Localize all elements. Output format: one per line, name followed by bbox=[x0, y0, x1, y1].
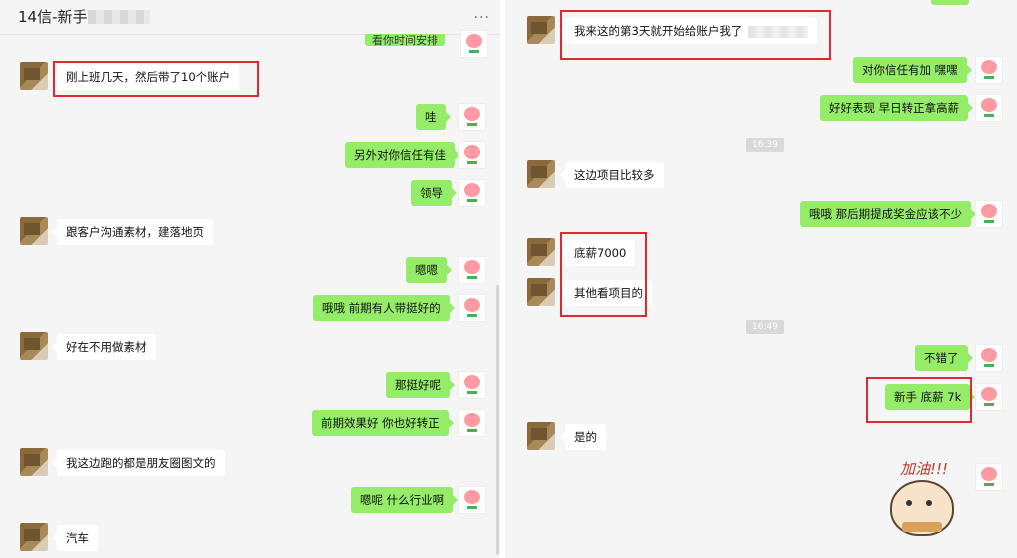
chat-title: 14信-新手- bbox=[18, 8, 93, 26]
contact-avatar[interactable] bbox=[527, 422, 555, 450]
my-avatar[interactable] bbox=[975, 383, 1003, 411]
contact-avatar[interactable] bbox=[20, 448, 48, 476]
message-bubble[interactable]: 其他看项目的 bbox=[560, 280, 652, 306]
message-text: 哦哦 前期有人带挺好的 bbox=[322, 301, 441, 315]
redacted-text bbox=[748, 25, 809, 38]
chat-panel-right: 我来这的第3天就开始给账户我了 对你信任有加 嘿嘿 好好表现 早日转正拿高薪 1… bbox=[505, 0, 1017, 558]
message-text: 汽车 bbox=[66, 531, 89, 545]
partial-message-bubble[interactable] bbox=[365, 34, 445, 46]
message-bubble[interactable]: 嗯嗯 bbox=[406, 257, 452, 283]
my-avatar[interactable] bbox=[458, 141, 486, 169]
message-bubble[interactable]: 不错了 bbox=[915, 345, 972, 371]
message-text: 好好表现 早日转正拿高薪 bbox=[829, 101, 960, 115]
message-bubble[interactable]: 是的 bbox=[560, 424, 606, 450]
contact-avatar[interactable] bbox=[527, 16, 555, 44]
message-bubble[interactable]: 汽车 bbox=[52, 525, 98, 551]
message-bubble[interactable]: 新手 底薪 7k bbox=[885, 384, 976, 410]
message-bubble[interactable]: 底薪7000 bbox=[559, 240, 636, 266]
message-bubble[interactable]: 嗯呢 什么行业啊 bbox=[351, 487, 459, 513]
title-redaction bbox=[88, 10, 150, 24]
my-avatar[interactable] bbox=[975, 94, 1003, 122]
scrollbar[interactable] bbox=[496, 285, 499, 555]
chat-header: 14信-新手- ··· bbox=[0, 0, 500, 35]
message-bubble[interactable]: 哦哦 前期有人带挺好的 bbox=[313, 295, 455, 321]
highlight-box bbox=[866, 377, 972, 423]
message-text: 前期效果好 你也好转正 bbox=[321, 416, 440, 430]
contact-avatar[interactable] bbox=[20, 332, 48, 360]
highlight-box bbox=[560, 232, 647, 317]
message-text: 刚上班几天，然后带了10个账户 bbox=[66, 70, 231, 84]
my-avatar[interactable] bbox=[458, 294, 486, 322]
hamster-sticker-icon bbox=[890, 480, 954, 536]
message-bubble[interactable]: 刚上班几天，然后带了10个账户 bbox=[51, 64, 240, 90]
contact-avatar[interactable] bbox=[20, 62, 48, 90]
timestamp: 16:49 bbox=[746, 320, 784, 334]
message-text: 领导 bbox=[420, 186, 443, 200]
my-avatar[interactable] bbox=[458, 103, 486, 131]
message-bubble[interactable]: 我这边跑的都是朋友圈图文的 bbox=[52, 450, 225, 476]
message-bubble[interactable]: 另外对你信任有佳 bbox=[345, 142, 460, 168]
message-text: 哦哦 那后期提成奖金应该不少 bbox=[809, 207, 963, 221]
message-bubble[interactable]: 领导 bbox=[411, 180, 457, 206]
message-text: 我这边跑的都是朋友圈图文的 bbox=[66, 456, 216, 470]
message-bubble[interactable]: 哇 bbox=[416, 104, 450, 130]
sticker-text: 加油!!! bbox=[900, 460, 949, 478]
message-text: 不错了 bbox=[924, 351, 959, 365]
timestamp: 16:39 bbox=[746, 138, 784, 152]
message-bubble[interactable]: 跟客户沟通素材，建落地页 bbox=[52, 219, 213, 245]
message-text: 其他看项目的 bbox=[574, 286, 643, 300]
highlight-box bbox=[560, 10, 831, 60]
contact-avatar[interactable] bbox=[527, 160, 555, 188]
message-text: 新手 底薪 7k bbox=[894, 390, 962, 404]
message-text: 跟客户沟通素材，建落地页 bbox=[66, 225, 204, 239]
my-avatar[interactable] bbox=[458, 179, 486, 207]
my-avatar[interactable] bbox=[458, 409, 486, 437]
message-bubble[interactable]: 好好表现 早日转正拿高薪 bbox=[820, 95, 974, 121]
highlight-box bbox=[53, 61, 259, 97]
my-avatar[interactable] bbox=[460, 30, 488, 58]
my-avatar[interactable] bbox=[975, 463, 1003, 491]
my-avatar[interactable] bbox=[458, 371, 486, 399]
cheer-sticker[interactable]: 加油!!! bbox=[890, 458, 962, 538]
message-bubble[interactable]: 那挺好呢 bbox=[386, 372, 455, 398]
message-bubble[interactable]: 哦哦 那后期提成奖金应该不少 bbox=[800, 201, 977, 227]
message-text: 是的 bbox=[574, 430, 597, 444]
partial-message-text: 看你时间安排 bbox=[372, 34, 438, 47]
message-text: 好在不用做素材 bbox=[66, 340, 147, 354]
my-avatar[interactable] bbox=[975, 344, 1003, 372]
message-text: 嗯嗯 bbox=[415, 263, 438, 277]
message-text: 嗯呢 什么行业啊 bbox=[360, 493, 445, 507]
contact-avatar[interactable] bbox=[20, 523, 48, 551]
message-text: 底薪7000 bbox=[574, 246, 627, 260]
message-bubble[interactable]: 好在不用做素材 bbox=[52, 334, 156, 360]
more-options-icon[interactable]: ··· bbox=[473, 10, 490, 26]
message-text: 对你信任有加 嘿嘿 bbox=[862, 63, 958, 77]
message-text: 哇 bbox=[425, 110, 437, 124]
message-text: 这边项目比较多 bbox=[574, 168, 655, 182]
message-bubble[interactable]: 我来这的第3天就开始给账户我了 bbox=[559, 18, 818, 44]
message-bubble[interactable]: 这边项目比较多 bbox=[560, 162, 664, 188]
message-text: 另外对你信任有佳 bbox=[354, 148, 446, 162]
panel-divider bbox=[500, 0, 505, 558]
contact-avatar[interactable] bbox=[527, 238, 555, 266]
message-text: 那挺好呢 bbox=[395, 378, 441, 392]
message-bubble[interactable]: 对你信任有加 嘿嘿 bbox=[853, 57, 972, 83]
partial-message-bubble[interactable] bbox=[931, 0, 969, 5]
message-bubble[interactable]: 前期效果好 你也好转正 bbox=[312, 410, 454, 436]
my-avatar[interactable] bbox=[975, 56, 1003, 84]
my-avatar[interactable] bbox=[975, 200, 1003, 228]
message-text: 我来这的第3天就开始给账户我了 bbox=[574, 24, 743, 38]
contact-avatar[interactable] bbox=[20, 217, 48, 245]
chat-panel-left: 14信-新手- ··· 看你时间安排 刚上班几天，然后带了10个账户 哇 另外对… bbox=[0, 0, 500, 558]
my-avatar[interactable] bbox=[458, 486, 486, 514]
my-avatar[interactable] bbox=[458, 256, 486, 284]
contact-avatar[interactable] bbox=[527, 278, 555, 306]
